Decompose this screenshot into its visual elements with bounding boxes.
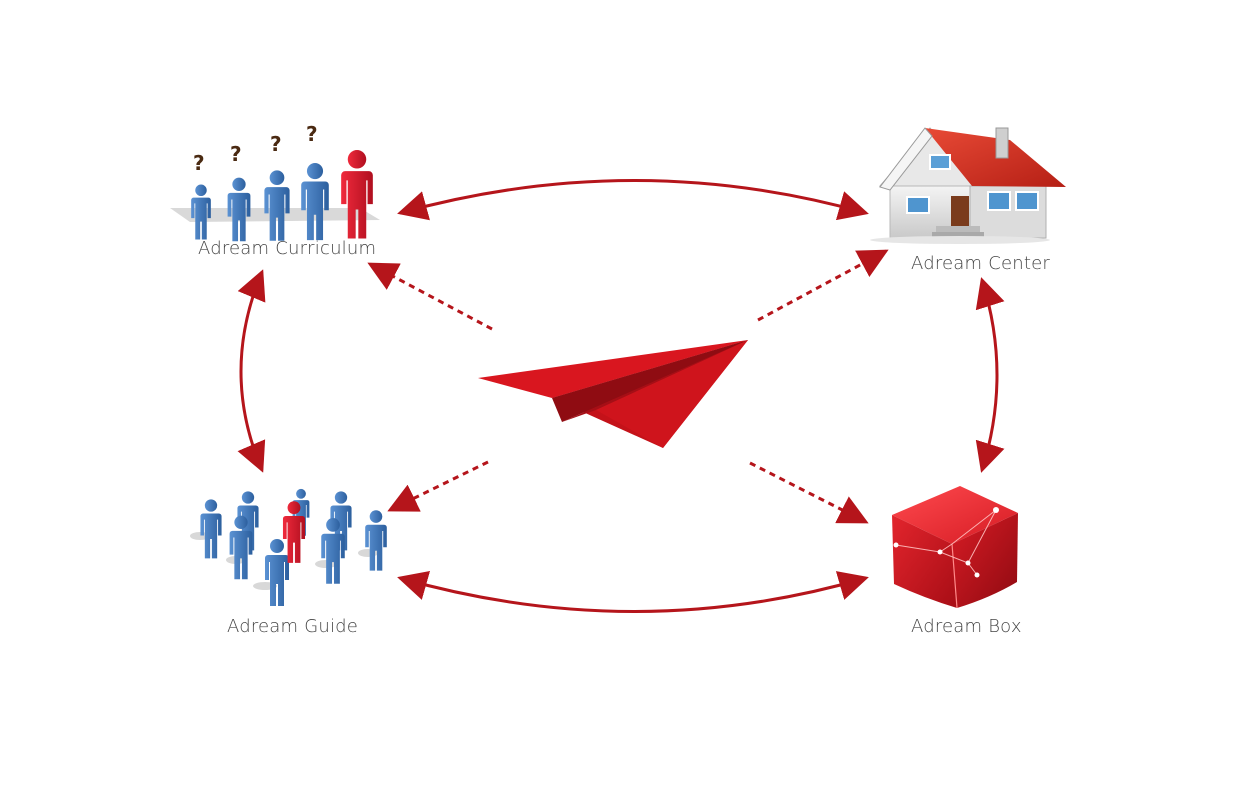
arrow-center-box: [975, 277, 1005, 473]
arrow-curriculum-guide: [237, 269, 266, 473]
dashed-arrow-to-guide: [387, 460, 489, 512]
svg-text:?: ?: [270, 132, 282, 156]
box-label: Adream Box: [911, 616, 1022, 637]
guide-label: Adream Guide: [227, 616, 359, 637]
center-label: Adream Center: [911, 253, 1050, 274]
svg-text:?: ?: [306, 122, 318, 146]
crowd-icon: [190, 488, 387, 606]
dashed-arrow-to-curriculum: [367, 262, 493, 331]
arrow-guide-box: [397, 570, 869, 613]
svg-text:?: ?: [193, 151, 205, 175]
arrow-curriculum-center: [397, 179, 869, 221]
svg-text:?: ?: [230, 142, 242, 166]
paper-plane-icon: [478, 340, 748, 448]
curriculum-label: Adream Curriculum: [198, 238, 377, 259]
house-icon: [870, 127, 1066, 244]
dashed-arrow-to-box: [749, 461, 869, 524]
cube-icon: [892, 486, 1018, 609]
dashed-arrow-to-center: [757, 249, 889, 322]
people-question-icon: ? ? ? ?: [170, 122, 380, 242]
